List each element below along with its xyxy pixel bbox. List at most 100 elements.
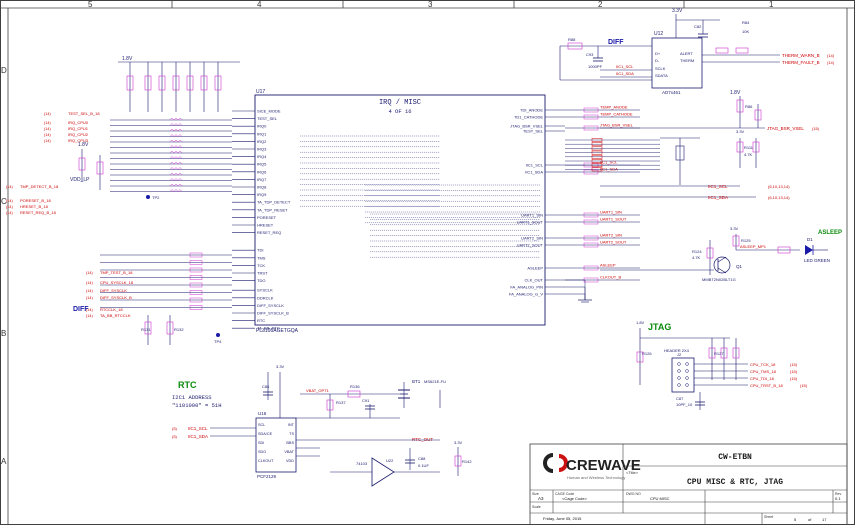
svg-text:C82: C82 bbox=[694, 24, 702, 29]
mcu-right-pin: FA_ANALOG_G_V bbox=[509, 292, 543, 297]
svg-text:1.8V: 1.8V bbox=[122, 56, 133, 62]
mcu-u17: U17 IRQ / MISC 4 OF 16 PL3105AGETGQA SIC… bbox=[232, 89, 565, 334]
mcu-left-pin: IRQ9 bbox=[257, 192, 267, 197]
jtag-bsr-net: JTAG_BSR_VSEL bbox=[767, 126, 804, 131]
left-net-sheet-ref: (14) bbox=[44, 133, 51, 137]
right-net-label: IIC1_SCL bbox=[600, 160, 618, 165]
mcu-left-pin: IRQ6 bbox=[257, 169, 267, 174]
svg-text:3.3V: 3.3V bbox=[276, 364, 285, 369]
svg-text:(15): (15) bbox=[790, 362, 798, 367]
jtag-net-tdi: CPU_TDI_18 bbox=[750, 376, 775, 381]
svg-text:TP4: TP4 bbox=[214, 339, 222, 344]
diff-chip bbox=[651, 37, 703, 89]
mcu-left-pin: TDO bbox=[257, 278, 265, 283]
diff-temp-sensor: DIFF U12 AD7x461 D+ D- SCLK SDATA ALERT … bbox=[559, 8, 835, 95]
dwg-label: DWG NO bbox=[626, 492, 641, 496]
asleep-led-circuit: ASLEEP 3.3V R125 D1 LED GREEN ASLEEP_MP1… bbox=[600, 226, 842, 282]
mcu-left-pins: SICE_MODETEST_SELIRQ0IRQ1IRQ2IRQ3IRQ4IRQ… bbox=[232, 109, 291, 331]
jtag-label: JTAG bbox=[648, 322, 671, 332]
jtag-header-section: JTAG 1.8V R126 R127 HEADER 2X4 J2 CPU_TC… bbox=[636, 320, 808, 410]
svg-text:(5): (5) bbox=[172, 434, 178, 439]
svg-text:U22: U22 bbox=[386, 458, 394, 463]
mcu-left-pin: HRESET bbox=[257, 223, 274, 228]
rtc-i2c-line2: "1101000" = 51H bbox=[172, 402, 222, 409]
sheet-label: Sheet bbox=[764, 515, 773, 519]
right-net-label: UART2_SIN bbox=[600, 233, 622, 238]
mcu-right-pin: UART2_SOUT bbox=[517, 243, 544, 248]
jtag-pin-icon bbox=[685, 383, 689, 387]
dwg-value: CPU MISC bbox=[650, 496, 670, 501]
border-col-5: 5 bbox=[88, 0, 93, 9]
jtag-pin-icon bbox=[685, 369, 689, 373]
rtc-pin: INT bbox=[288, 423, 295, 427]
svg-text:(15): (15) bbox=[800, 383, 808, 388]
diff-left-label: DIFF bbox=[73, 306, 89, 313]
rtc-section: RTC I2C1 ADDRESS "1101000" = 51H U16 PCF… bbox=[172, 364, 472, 487]
svg-text:C93: C93 bbox=[586, 52, 594, 57]
mcu-sub: 4 OF 16 bbox=[388, 108, 411, 115]
mcu-right-pin: IIC1_SDA bbox=[525, 170, 543, 175]
left-net-label: PORESET_B_18 bbox=[20, 198, 51, 203]
mcu-right-pin: UART2_SIN bbox=[521, 236, 543, 241]
svg-text:1.8V: 1.8V bbox=[636, 320, 645, 325]
svg-text:10K: 10K bbox=[742, 29, 749, 34]
jtag-header-connector bbox=[671, 357, 695, 393]
rtc-chip-ref: U16 bbox=[258, 411, 267, 416]
left-net-label: TMP_DETECT_B_18 bbox=[20, 184, 59, 189]
svg-text:(6,10,13,14): (6,10,13,14) bbox=[768, 195, 790, 200]
svg-text:3.3V: 3.3V bbox=[730, 226, 739, 231]
rtc-label: RTC bbox=[178, 380, 197, 390]
therm-warn-net: THERM_WARN_B bbox=[782, 53, 820, 58]
svg-text:3.3V: 3.3V bbox=[672, 8, 683, 14]
rtc-out-net: RTC_OUT bbox=[412, 437, 433, 442]
company-tagline: Human and Wireless Technology bbox=[567, 475, 625, 480]
mcu-right-pin: JTAG_BSR_VSEL bbox=[510, 124, 544, 129]
rtc-pin: CLKOUT bbox=[258, 459, 274, 463]
iic-scl-net: IIC1_SCL bbox=[708, 184, 728, 189]
title-block: CREWAVE Human and Wireless Technology CW… bbox=[529, 443, 848, 525]
svg-text:J2: J2 bbox=[677, 352, 682, 357]
left-net-label: IRQ_CPU1 bbox=[68, 126, 89, 131]
svg-text:3.3V: 3.3V bbox=[736, 129, 745, 134]
svg-text:IIC1_SCL: IIC1_SCL bbox=[616, 64, 634, 69]
svg-text:1000PF: 1000PF bbox=[588, 64, 603, 69]
rtc-pin: VBAT bbox=[284, 450, 294, 454]
left-net-label: HRESET_B_18 bbox=[20, 204, 49, 209]
right-net-label: UART1_SOUT bbox=[600, 217, 627, 222]
svg-text:R132: R132 bbox=[174, 327, 184, 332]
svg-text:R131: R131 bbox=[141, 327, 151, 332]
left-net-label: RESET_REQ_B_18 bbox=[20, 210, 57, 215]
right-net-label: TEMP_CATHODE bbox=[600, 112, 633, 117]
border-col-2: 2 bbox=[598, 0, 603, 9]
q1-transistor-icon bbox=[713, 256, 731, 274]
mcu-ref: U17 bbox=[256, 89, 265, 95]
led-name: LED GREEN bbox=[804, 258, 830, 263]
diff-chip-ref: U12 bbox=[654, 31, 663, 37]
mcu-left-pin: TCK bbox=[257, 263, 265, 268]
svg-text:R84: R84 bbox=[742, 20, 750, 25]
jtag-net-tck: CPU_TCK_18 bbox=[750, 362, 776, 367]
rtc-net-sda: IIC1_SDA bbox=[188, 434, 208, 439]
mcu-left-pin: IRQ4 bbox=[257, 154, 267, 159]
jtag-net-tms: CPU_TMS_18 bbox=[750, 369, 777, 374]
svg-text:R142: R142 bbox=[462, 459, 472, 464]
mcu-left-pin: IRQ8 bbox=[257, 185, 267, 190]
svg-text:R88: R88 bbox=[568, 37, 576, 42]
left-net-label: TEST_SEL_B_18 bbox=[68, 111, 100, 116]
svg-text:SCLK: SCLK bbox=[655, 66, 666, 71]
rtc-pin: SDA/CE bbox=[258, 432, 273, 436]
svg-text:C86: C86 bbox=[262, 384, 270, 389]
svg-text:D-: D- bbox=[655, 58, 660, 63]
svg-text:(14): (14) bbox=[827, 53, 835, 58]
border-col-1: 1 bbox=[769, 0, 774, 9]
diff-chip-part: AD7x461 bbox=[662, 90, 681, 95]
rtc-net-scl: IIC1_SCL bbox=[188, 426, 208, 431]
sheet-title: CPU MISC & RTC, JTAG bbox=[687, 478, 783, 487]
svg-text:(14): (14) bbox=[827, 60, 835, 65]
left-net-sheet-ref: (14) bbox=[86, 281, 93, 285]
mcu-left-pin: RESET_REQ bbox=[257, 230, 281, 235]
mcu-right-pin: TD1_CATHODE bbox=[514, 115, 543, 120]
mcu-left-pin: DDRCLK bbox=[257, 295, 274, 300]
crewave-logo bbox=[543, 453, 568, 473]
left-net-sheet-ref: (14) bbox=[86, 308, 93, 312]
